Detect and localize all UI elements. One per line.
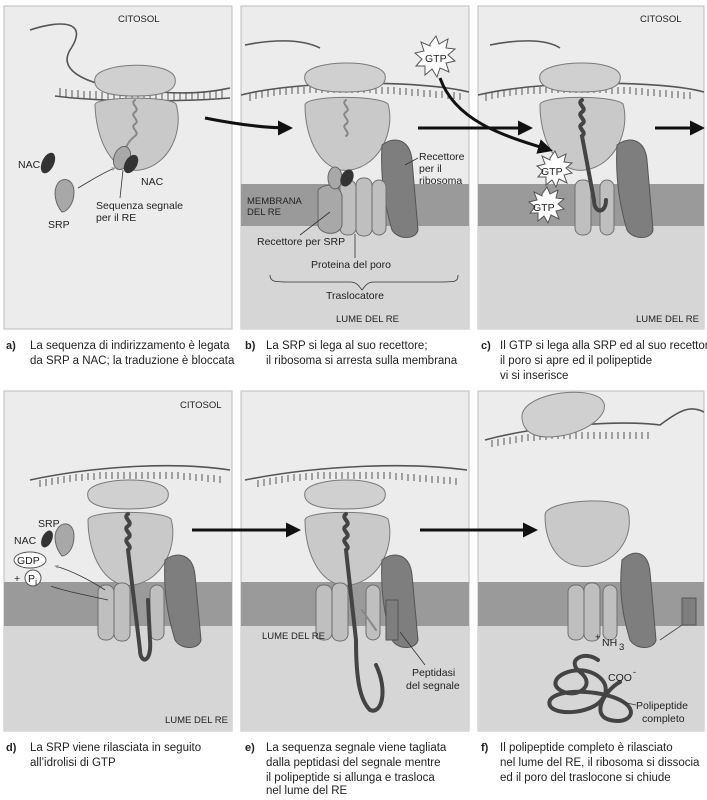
panel-c-cytosol-label: CITOSOL xyxy=(640,14,682,25)
panel-d-srp-label: SRP xyxy=(38,518,60,530)
panel-e-peptidase-label-2: del segnale xyxy=(406,680,460,692)
caption-e-line-2: dalla peptidasi del segnale mentre xyxy=(266,757,441,769)
panel-d-gdp-label: GDP xyxy=(17,555,40,567)
caption-c-line-3: vi si inserisce xyxy=(500,370,568,382)
panel-b-translocator-label: Traslocatore xyxy=(326,290,384,302)
panel-a: CITOSOL NAC SRP NAC Sequenza segnale per… xyxy=(4,6,232,329)
panel-d-pi-sub: i xyxy=(35,577,37,588)
caption-d-line-1: La SRP viene rilasciata in seguito xyxy=(30,742,201,754)
panel-d-pi-label: P xyxy=(28,573,35,585)
panel-b: MEMBRANA DEL RE Recettore per il ribosom… xyxy=(241,6,469,329)
panel-c-lumen-label: LUME DEL RE xyxy=(636,314,699,325)
panel-d-cytosol-label: CITOSOL xyxy=(180,400,222,411)
panel-c-gtp-label-2: GTP xyxy=(533,202,555,214)
panel-a-signal-label-2: per il RE xyxy=(96,212,136,224)
panel-a-nac-bound-label: NAC xyxy=(141,176,164,188)
caption-c-letter: c) xyxy=(481,340,491,352)
panel-f-nh3-sub: 3 xyxy=(619,642,624,653)
caption-e-line-1: La sequenza segnale viene tagliata xyxy=(266,742,447,754)
caption-f-line-1: Il polipeptide completo è rilasciato xyxy=(500,742,673,754)
panel-c-gtp-label-1: GTP xyxy=(541,166,563,178)
panel-c: CITOSOL GTP GTP LUME DEL RE xyxy=(478,6,704,329)
caption-a-line-2: da SRP a NAC; la traduzione è bloccata xyxy=(30,355,235,367)
panel-e: LUME DEL RE Peptidasi del segnale xyxy=(241,391,469,731)
caption-a-letter: a) xyxy=(6,340,16,352)
panel-b-membrane-label-2: DEL RE xyxy=(247,207,281,218)
panel-d-nac-label: NAC xyxy=(14,535,37,547)
panel-b-receptor-label-3: ribosoma xyxy=(419,175,462,187)
panel-d: CITOSOL SRP NAC GDP + P i LUME DEL RE xyxy=(4,391,232,731)
caption-d-line-2: all’idrolisi di GTP xyxy=(30,757,116,769)
caption-e-letter: e) xyxy=(245,742,255,754)
panel-b-pore-protein-label: Proteina del poro xyxy=(311,259,391,271)
caption-c-line-1: Il GTP si lega alla SRP ed al suo recett… xyxy=(500,340,707,352)
caption-f-line-3: ed il poro del traslocone si chiude xyxy=(500,772,671,784)
caption-b-line-2: il ribosoma si arresta sulla membrana xyxy=(266,355,458,367)
caption-b-letter: b) xyxy=(245,340,256,352)
caption-f-line-2: nel lume del RE, il ribosoma si dissocia xyxy=(500,757,700,769)
panel-a-signal-label-1: Sequenza segnale xyxy=(96,200,183,212)
caption-c-line-2: il poro si apre ed il polipeptide xyxy=(500,355,652,367)
caption-e-line-4: nel lume del RE xyxy=(266,785,348,795)
panel-e-peptidase-label-1: Peptidasi xyxy=(412,667,455,679)
panel-f: + NH 3 COO - Polipeptide completo xyxy=(478,391,704,731)
panel-a-ribosome-small-subunit xyxy=(95,65,176,96)
caption-a-line-1: La sequenza di indirizzamento è legata xyxy=(30,340,230,352)
panel-f-nh3-plus: + xyxy=(595,632,601,643)
panel-b-receptor-label-2: per il xyxy=(419,163,442,175)
panel-a-nac-label: NAC xyxy=(18,159,41,171)
panel-f-complete-label-2: completo xyxy=(642,713,685,725)
panel-b-gtp-label: GTP xyxy=(425,53,447,65)
panel-b-membrane-label-1: MEMBRANA xyxy=(247,196,303,207)
panel-b-pore xyxy=(340,178,386,236)
panel-e-lumen-label: LUME DEL RE xyxy=(262,631,325,642)
panel-f-nh3-label: NH xyxy=(602,637,617,649)
panel-b-srp-receptor-label: Recettore per SRP xyxy=(257,236,345,248)
caption-e-line-3: il polipeptide si allunga e trasloca xyxy=(266,772,435,784)
panel-e-peptidase xyxy=(386,600,398,640)
panel-b-srp-receptor xyxy=(318,185,342,233)
panel-d-pi-plus: + xyxy=(14,573,20,585)
caption-f-letter: f) xyxy=(481,742,489,754)
panel-a-cytosol-label: CITOSOL xyxy=(118,14,160,25)
panel-d-lumen-label: LUME DEL RE xyxy=(165,715,228,726)
panel-a-srp-label: SRP xyxy=(48,219,70,231)
panel-f-complete-label-1: Polipeptide xyxy=(636,700,688,712)
panel-f-coo-label: COO xyxy=(608,672,632,684)
panel-f-coo-minus: - xyxy=(633,667,636,678)
panel-b-receptor-label-1: Recettore xyxy=(419,151,465,163)
panel-b-lumen-label: LUME DEL RE xyxy=(336,314,399,325)
caption-b-line-1: La SRP si lega al suo recettore; xyxy=(266,340,428,352)
caption-d-letter: d) xyxy=(6,742,17,754)
